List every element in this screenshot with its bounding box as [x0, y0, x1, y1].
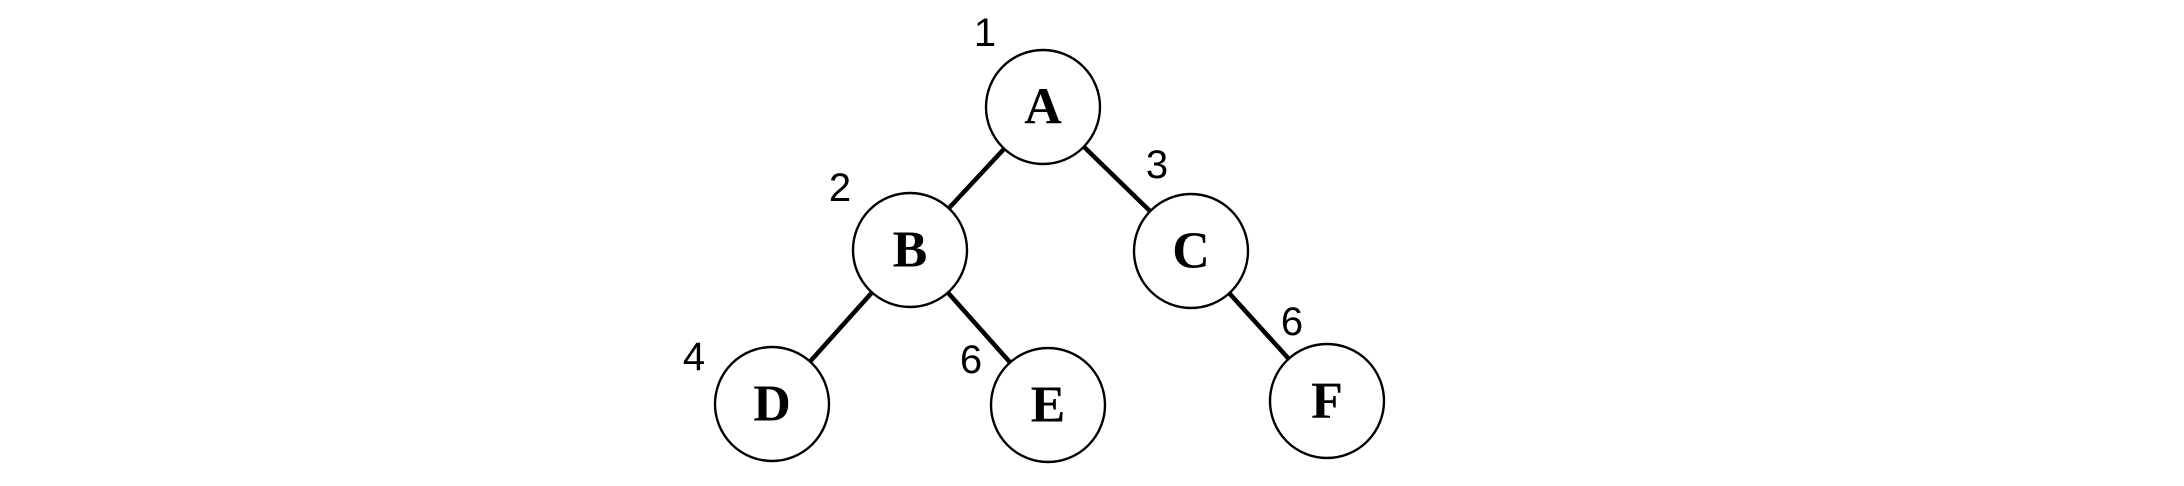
number-label-C: 3: [1146, 143, 1168, 187]
number-label-B: 2: [829, 166, 851, 210]
node-label-E: E: [1031, 377, 1066, 434]
node-circle-A: [984, 48, 1102, 166]
node-label-D: D: [753, 376, 791, 433]
node-circle-F: [1268, 342, 1386, 460]
node-circle-D: [713, 345, 831, 463]
number-label-D: 4: [683, 335, 705, 379]
number-label-A: 1: [974, 11, 996, 55]
node-label-B: B: [893, 222, 928, 279]
number-label-F: 6: [1281, 300, 1303, 344]
node-label-F: F: [1311, 373, 1343, 430]
node-label-A: A: [1024, 79, 1062, 136]
node-circle-B: [851, 191, 969, 309]
node-label-C: C: [1172, 223, 1210, 280]
node-circle-C: [1132, 192, 1250, 310]
number-label-E: 6: [960, 338, 982, 382]
node-circle-E: [989, 346, 1107, 464]
